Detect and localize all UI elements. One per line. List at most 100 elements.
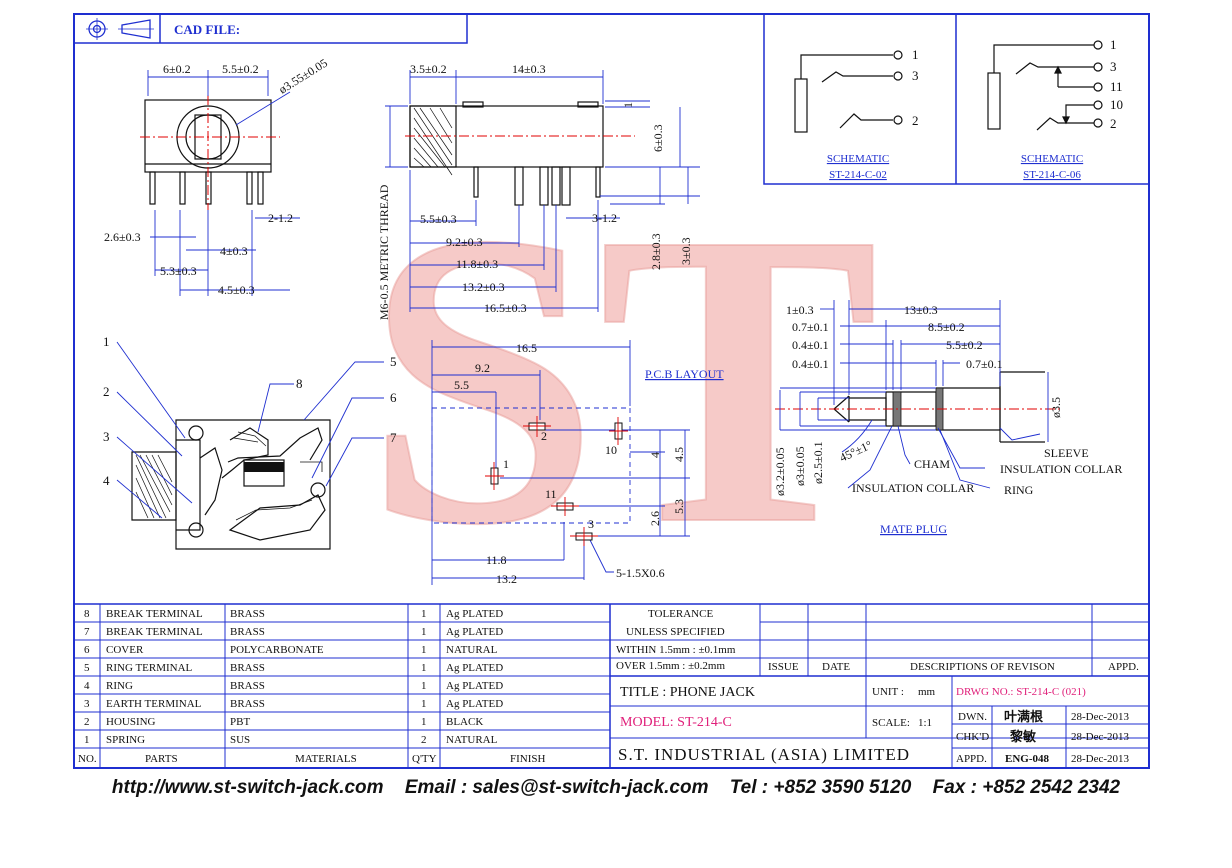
plug-dim-5-5: 5.5±0.2 bbox=[946, 338, 983, 352]
bom-cell-r3-c5: NATURAL bbox=[446, 644, 498, 656]
title-block: TITLE : PHONE JACK UNIT : mm DRWG NO.: S… bbox=[618, 685, 1130, 765]
appd-name: ENG-048 bbox=[1005, 753, 1050, 765]
side-dim-6: 6±0.3 bbox=[651, 124, 665, 152]
bom-cell-r1-c4: 1 bbox=[421, 608, 427, 620]
revision-descriptions: DESCRIPTIONS OF REVISON bbox=[910, 661, 1055, 673]
plug-dim-13: 13±0.3 bbox=[904, 303, 938, 317]
front-dim-6: 6±0.2 bbox=[163, 62, 191, 76]
pcb-pad-label-10: 10 bbox=[605, 443, 617, 457]
mate-plug-dim-lines bbox=[779, 300, 1049, 489]
bom-cell-r2-c4: 1 bbox=[421, 626, 427, 638]
footer-tel: Tel : +852 3590 5120 bbox=[729, 777, 912, 798]
bom-cell-r2-c1: 7 bbox=[84, 626, 90, 638]
sheet-border bbox=[73, 13, 1150, 769]
bom-cell-r1-c1: 8 bbox=[84, 608, 90, 620]
pcb-dims: 16.5 9.2 5.5 4 4.5 2.6 5.3 11.8 13.2 5-1… bbox=[454, 341, 686, 586]
section-callouts: 1 2 3 4 5 6 7 8 bbox=[103, 334, 397, 488]
drwg-no: DRWG NO.: ST-214-C (021) bbox=[956, 686, 1086, 698]
bom-header-materials: MATERIALS bbox=[295, 753, 357, 765]
schematic-02 bbox=[794, 50, 903, 133]
plug-label-ring: RING bbox=[1004, 483, 1034, 497]
side-dim-3-1-2: 3-1.2 bbox=[592, 211, 617, 225]
schematic-06-pin-10: 10 bbox=[1110, 97, 1123, 112]
front-dim-dia: ø3.55±0.05 bbox=[276, 56, 330, 97]
pcb-pad-label-1: 1 bbox=[503, 457, 509, 471]
pcb-dim-4: 4 bbox=[648, 452, 662, 458]
revision-grid bbox=[610, 604, 1149, 768]
pcb-dim-4-5: 4.5 bbox=[672, 447, 686, 462]
front-dim-5-3: 5.3±0.3 bbox=[160, 264, 197, 278]
plug-label-insulation-collar-1: INSULATION COLLAR bbox=[1000, 462, 1122, 476]
bom-cell-r8-c3: SUS bbox=[230, 734, 250, 746]
bom-cell-r4-c2: RING TERMINAL bbox=[106, 662, 193, 674]
schematic-02-model: ST-214-C-02 bbox=[829, 169, 887, 181]
side-view-dim-lines bbox=[385, 70, 700, 312]
bom-cell-r5-c3: BRASS bbox=[230, 680, 265, 692]
bom-cell-r7-c2: HOUSING bbox=[106, 716, 156, 728]
pcb-dim-11-8: 11.8 bbox=[486, 553, 507, 567]
title-text: TITLE : PHONE JACK bbox=[620, 685, 755, 700]
side-dim-13-2: 13.2±0.3 bbox=[462, 280, 505, 294]
model-text: MODEL: ST-214-C bbox=[620, 715, 732, 730]
pcb-pad-centers bbox=[485, 416, 628, 546]
bom-cell-r7-c5: BLACK bbox=[446, 716, 483, 728]
bom-header-qty: Q'TY bbox=[412, 753, 437, 765]
side-dim-11-8: 11.8±0.3 bbox=[456, 257, 498, 271]
bom-cell-r6-c1: 3 bbox=[84, 698, 90, 710]
side-dim-thread: M6-0.5 METRIC THREAD bbox=[377, 184, 391, 320]
pcb-dim-13-2: 13.2 bbox=[496, 572, 517, 586]
front-dim-4-5: 4.5±0.3 bbox=[218, 283, 255, 297]
footer-email-link[interactable]: Email : sales@st-switch-jack.com bbox=[404, 777, 709, 798]
front-dim-2-6: 2.6±0.3 bbox=[104, 230, 141, 244]
bom-cell-r5-c2: RING bbox=[106, 680, 133, 692]
plug-label-cham: CHAM bbox=[914, 457, 950, 471]
plug-dim-dia-3-5: ø3.5 bbox=[1049, 397, 1063, 418]
tolerance-block: TOLERANCE UNLESS SPECIFIED WITHIN 1.5mm … bbox=[616, 608, 736, 672]
section-leaders bbox=[116, 341, 384, 519]
dwn-label: DWN. bbox=[958, 711, 987, 723]
side-dim-5-5: 5.5±0.3 bbox=[420, 212, 457, 226]
side-dim-16-5: 16.5±0.3 bbox=[484, 301, 527, 315]
tolerance-over: OVER 1.5mm : ±0.2mm bbox=[616, 660, 725, 672]
mate-plug-dims: 1±0.3 13±0.3 0.7±0.1 8.5±0.2 0.4±0.1 5.5… bbox=[773, 303, 1063, 496]
schematic-panel bbox=[763, 13, 1150, 185]
mate-plug-title: MATE PLUG bbox=[880, 522, 947, 536]
bom-cell-r5-c5: Ag PLATED bbox=[446, 680, 503, 692]
bom-cell-r8-c2: SPRING bbox=[106, 734, 145, 746]
bom-cell-r1-c5: Ag PLATED bbox=[446, 608, 503, 620]
st-watermark: ST bbox=[364, 145, 880, 612]
bom-cell-r4-c1: 5 bbox=[84, 662, 90, 674]
revision-issue: ISSUE bbox=[768, 661, 799, 673]
plug-dim-0-4b: 0.4±0.1 bbox=[792, 357, 829, 371]
bom-cell-r7-c1: 2 bbox=[84, 716, 90, 728]
schematic-06 bbox=[987, 40, 1103, 131]
bom-cell-r1-c2: BREAK TERMINAL bbox=[106, 608, 203, 620]
bom-cell-r7-c4: 1 bbox=[421, 716, 427, 728]
cad-file-label: CAD FILE: bbox=[174, 22, 240, 37]
pcb-pad-labels: 2 10 1 11 3 bbox=[503, 429, 617, 531]
contact-footer: http://www.st-switch-jack.com Email : sa… bbox=[0, 777, 1232, 799]
bom-cell-r3-c4: 1 bbox=[421, 644, 427, 656]
bom-cell-r1-c3: BRASS bbox=[230, 608, 265, 620]
tolerance-within: WITHIN 1.5mm : ±0.1mm bbox=[616, 644, 736, 656]
front-view-centerlines bbox=[140, 95, 280, 210]
pcb-pad-label-11: 11 bbox=[545, 487, 557, 501]
pcb-dim-16-5: 16.5 bbox=[516, 341, 537, 355]
unit-value: mm bbox=[918, 686, 936, 698]
chkd-name: 黎敏 bbox=[1010, 729, 1037, 744]
plug-label-sleeve: SLEEVE bbox=[1044, 446, 1089, 460]
bom-cell-r7-c3: PBT bbox=[230, 716, 250, 728]
watermark-text: ST bbox=[365, 146, 879, 611]
footer-website-link[interactable]: http://www.st-switch-jack.com bbox=[111, 777, 384, 798]
side-dim-14: 14±0.3 bbox=[512, 62, 546, 76]
plug-dim-dia-2-5: ø2.5±0.1 bbox=[811, 441, 825, 484]
bom-cell-r6-c5: Ag PLATED bbox=[446, 698, 503, 710]
tolerance-title: TOLERANCE bbox=[648, 608, 713, 620]
section-view bbox=[131, 419, 331, 550]
bom-headers: NO. PARTS MATERIALS Q'TY FINISH bbox=[78, 753, 546, 765]
schematic-06-pin-3: 3 bbox=[1110, 59, 1117, 74]
section-callout-7: 7 bbox=[390, 430, 397, 445]
revision-headers: ISSUE DATE DESCRIPTIONS OF REVISON APPD. bbox=[768, 661, 1139, 673]
